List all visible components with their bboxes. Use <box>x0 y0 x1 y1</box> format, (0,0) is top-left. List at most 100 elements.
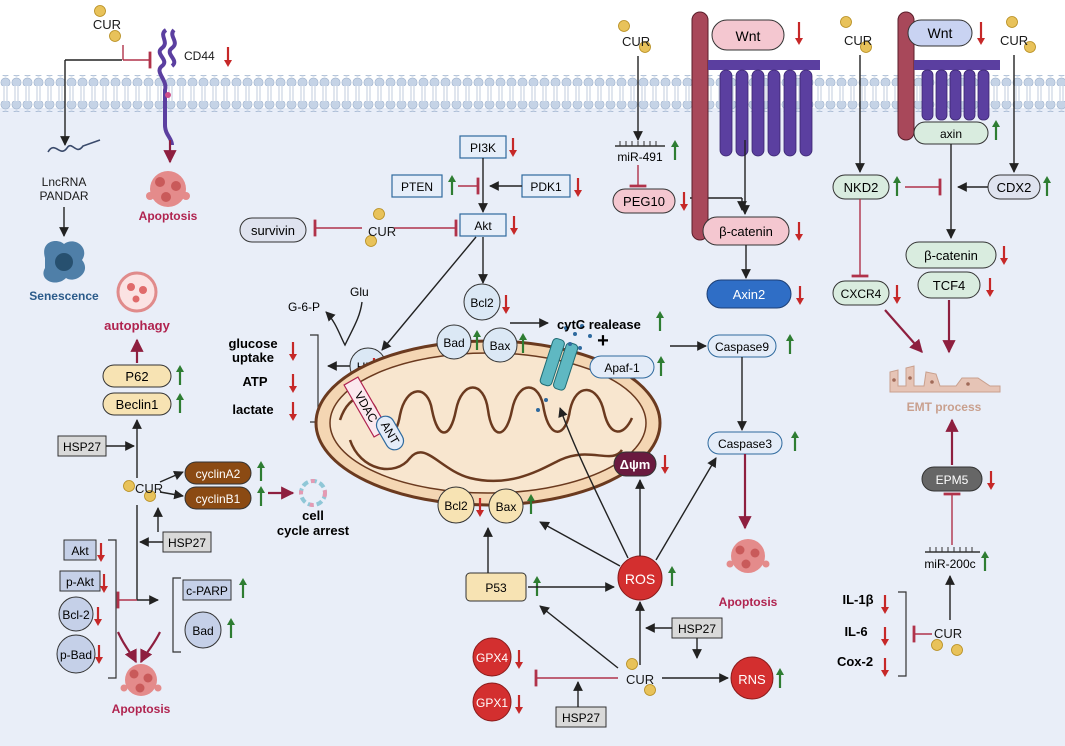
cur-center: CUR <box>365 208 396 247</box>
svg-text:miR-491: miR-491 <box>617 150 663 164</box>
cur-nkd2: CUR <box>840 16 872 53</box>
svg-text:EMT process: EMT process <box>907 400 982 414</box>
svg-text:LncRNA: LncRNA <box>42 175 87 189</box>
svg-text:RNS: RNS <box>738 672 766 687</box>
akt-node <box>459 213 507 237</box>
svg-text:PTEN: PTEN <box>401 180 433 194</box>
svg-text:IL-1β: IL-1β <box>842 592 873 607</box>
svg-text:cytC realease: cytC realease <box>557 317 641 332</box>
bad-node <box>436 324 472 360</box>
svg-text:Apoptosis: Apoptosis <box>719 595 778 609</box>
svg-text:+: + <box>597 330 609 352</box>
svg-text:Bad: Bad <box>443 336 464 350</box>
svg-text:G-6-P: G-6-P <box>288 300 320 314</box>
svg-text:HSP27: HSP27 <box>678 622 716 636</box>
svg-text:Apoptosis: Apoptosis <box>112 702 171 716</box>
svg-text:Bad: Bad <box>192 624 213 638</box>
svg-text:NKD2: NKD2 <box>844 180 879 195</box>
nkd2-node <box>832 174 890 200</box>
svg-text:Axin2: Axin2 <box>733 287 766 302</box>
p53-node <box>465 572 527 602</box>
cur-mir491: CUR <box>618 20 651 53</box>
svg-text:uptake: uptake <box>232 350 274 365</box>
svg-text:cycle arrest: cycle arrest <box>277 523 350 538</box>
svg-text:autophagy: autophagy <box>104 318 170 333</box>
svg-text:cell: cell <box>302 508 324 523</box>
svg-text:Glu: Glu <box>350 285 369 299</box>
emt-cells <box>889 365 1001 393</box>
cur-right: CUR <box>931 626 963 656</box>
svg-text:Cox-2: Cox-2 <box>837 654 873 669</box>
senescence-cell <box>43 240 86 283</box>
svg-text:IL-6: IL-6 <box>844 624 867 639</box>
pakt-node <box>59 570 101 592</box>
tcf4-node <box>917 271 981 299</box>
axin2-node <box>706 279 792 309</box>
svg-text:PI3K: PI3K <box>470 141 496 155</box>
bax-lower-node <box>488 488 524 524</box>
gpx1-node <box>472 682 512 722</box>
bad-left-node <box>184 611 222 649</box>
svg-text:cyclinB1: cyclinB1 <box>196 492 241 506</box>
hsp27-node-4 <box>555 706 607 728</box>
svg-text:lactate: lactate <box>232 402 273 417</box>
rns-node <box>730 656 774 700</box>
cell-membrane <box>0 75 1065 112</box>
svg-text:cyclinA2: cyclinA2 <box>196 467 241 481</box>
svg-text:p-Bad: p-Bad <box>60 648 92 662</box>
bcl2-left-node <box>58 596 94 632</box>
wnt-receptor-1 <box>691 11 820 241</box>
svg-text:β-catenin: β-catenin <box>924 248 978 263</box>
svg-text:PEG10: PEG10 <box>623 194 665 209</box>
svg-text:Bax: Bax <box>490 339 511 353</box>
svg-text:Δψm: Δψm <box>620 457 651 472</box>
bcatenin-right-node <box>905 241 997 269</box>
svg-text:Wnt: Wnt <box>736 28 761 44</box>
svg-text:CUR: CUR <box>626 672 654 687</box>
svg-text:Senescence: Senescence <box>29 289 99 303</box>
cytc-pore <box>539 338 579 391</box>
svg-text:TCF4: TCF4 <box>933 278 966 293</box>
svg-text:Apaf-1: Apaf-1 <box>604 361 640 375</box>
cur-cdx2: CUR <box>1000 16 1036 53</box>
p62-node <box>102 364 172 388</box>
svg-text:β-catenin: β-catenin <box>719 224 773 239</box>
cur-top-left: CUR <box>93 5 121 42</box>
pbad-node <box>56 634 96 674</box>
svg-text:EPM5: EPM5 <box>936 473 969 487</box>
svg-text:PDK1: PDK1 <box>530 180 562 194</box>
lncrna-pandar <box>47 139 101 153</box>
bcl2-node <box>463 283 501 321</box>
svg-text:CUR: CUR <box>934 626 962 641</box>
svg-text:CXCR4: CXCR4 <box>841 287 882 301</box>
svg-text:HSP27: HSP27 <box>63 440 101 454</box>
cytc-dots <box>536 324 592 412</box>
svg-text:Bax: Bax <box>496 500 517 514</box>
peg10-node <box>612 188 676 214</box>
cell-cycle-icon <box>299 479 327 507</box>
epm5-node <box>921 466 983 492</box>
svg-text:ROS: ROS <box>625 571 655 587</box>
cyclina2-node <box>184 461 252 485</box>
svg-text:glucose: glucose <box>228 336 277 351</box>
svg-text:Akt: Akt <box>474 219 492 233</box>
svg-text:Wnt: Wnt <box>928 25 953 41</box>
svg-text:miR-200c: miR-200c <box>924 557 975 571</box>
dpsi-node <box>613 451 657 477</box>
svg-text:Apoptosis: Apoptosis <box>139 209 198 223</box>
apoptosis-cell-left <box>120 664 162 696</box>
svg-text:CUR: CUR <box>135 481 163 496</box>
cparp-node <box>182 579 232 601</box>
apoptosis-cell-top <box>146 171 190 207</box>
gpx4-node <box>472 637 512 677</box>
svg-text:P62: P62 <box>125 369 148 384</box>
cur-left: CUR <box>123 480 163 502</box>
svg-text:p-Akt: p-Akt <box>66 575 95 589</box>
svg-text:PANDAR: PANDAR <box>39 189 88 203</box>
svg-text:Bcl2: Bcl2 <box>444 499 468 513</box>
svg-text:survivin: survivin <box>251 223 295 238</box>
bcl2-lower-node <box>437 486 475 524</box>
apoptosis-cell-center <box>726 539 770 573</box>
